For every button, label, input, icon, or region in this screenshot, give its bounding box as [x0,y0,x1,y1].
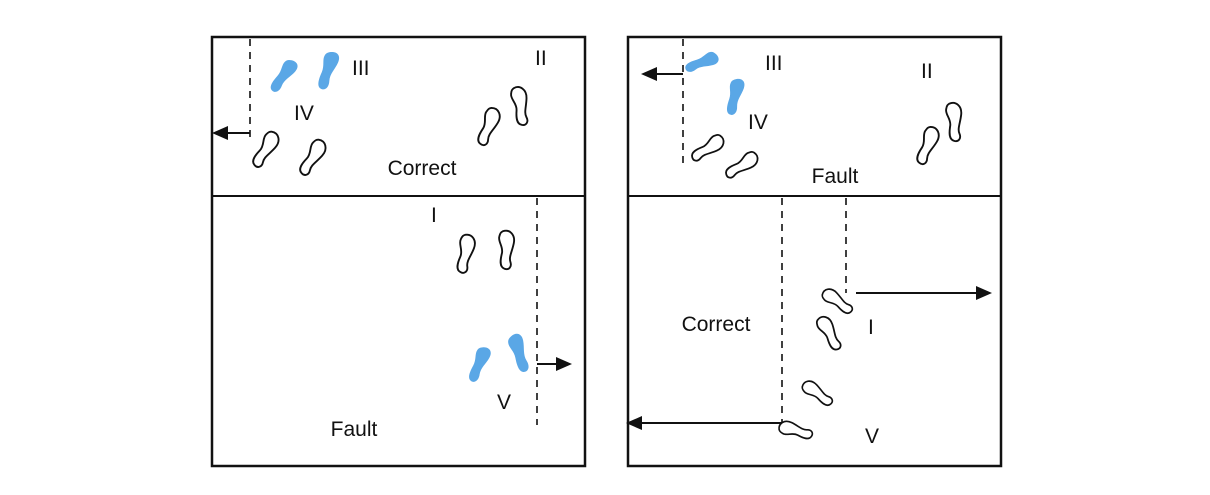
right-arrow-bottom [626,416,782,430]
left-mark-i: I [431,204,437,227]
right-panel: Fault Correct III II IV I V [626,35,1003,468]
right-bottom-label: Correct [682,313,751,336]
left-mark-v: V [497,391,511,414]
left-bottom-label: Fault [331,418,378,441]
left-arrow-top [212,126,250,140]
left-top-label: Correct [388,157,457,180]
right-arrow-top [641,67,683,81]
right-arrow-middle [856,286,992,300]
right-mark-iii: III [765,52,783,75]
left-mark-ii: II [535,47,547,70]
right-mark-v: V [865,425,879,448]
left-panel-frame [210,35,587,468]
left-arrow-bottom [537,357,572,371]
left-mark-iii: III [352,57,370,80]
right-mark-i: I [868,316,874,339]
right-mark-ii: II [921,60,933,83]
right-panel-frame [626,35,1003,468]
left-panel: Correct Fault III II IV I V [210,35,587,468]
right-top-label: Fault [812,165,859,188]
right-mark-iv: IV [748,111,768,134]
left-mark-iv: IV [294,102,314,125]
